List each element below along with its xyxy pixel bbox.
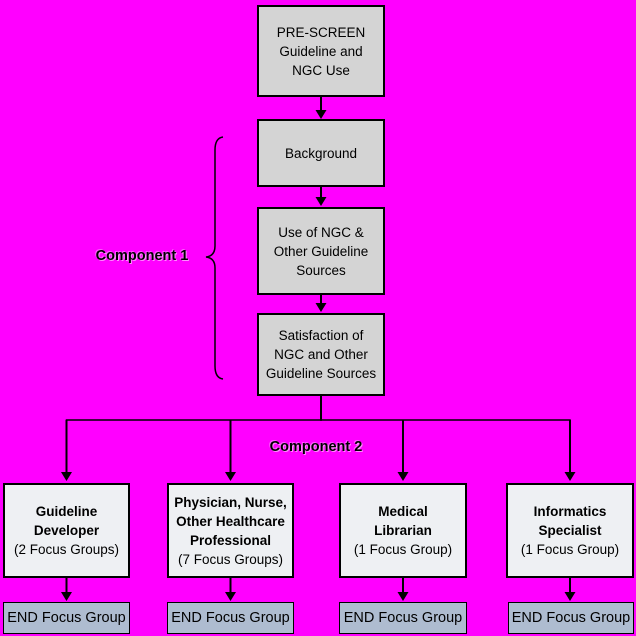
node-text-line: NGC Use [292, 62, 350, 78]
node-subtitle: (1 Focus Group) [353, 542, 453, 557]
node-text-line: Other Guideline [273, 243, 369, 259]
connector-shafts [65, 97, 571, 593]
node-text-line: Satisfaction of [278, 328, 364, 343]
node-prescreen-guideline-ngc-use: PRE-SCREEN Guideline and NGC Use [257, 5, 385, 97]
node-subtitle: (2 Focus Groups) [13, 542, 120, 557]
node-text-line: Sources [296, 262, 346, 278]
node-end-focus-group-1: END Focus Group [3, 602, 130, 634]
node-satisfaction: Satisfaction of NGC and Other Guideline … [257, 313, 385, 396]
node-title-line: Physician, Nurse, [174, 494, 287, 510]
arrowhead-down-icon [315, 303, 327, 312]
node-text-line: Guideline Sources [265, 366, 377, 381]
node-text-line: PRE-SCREEN [276, 24, 366, 40]
node-title-line: Other Healthcare [176, 513, 285, 529]
arrowhead-down-icon [315, 197, 327, 206]
node-text-line: Use of NGC & [278, 224, 364, 240]
node-informatics-specialist: Informatics Specialist (1 Focus Group) [506, 483, 634, 578]
arrowhead-down-icon [61, 592, 72, 601]
arrowhead-down-icon [225, 592, 236, 601]
node-subtitle: (1 Focus Group) [520, 542, 620, 557]
node-text-line: Guideline and [279, 43, 363, 59]
node-title-line: Specialist [538, 523, 602, 538]
node-guideline-developer: Guideline Developer (2 Focus Groups) [3, 483, 130, 578]
node-background: Background [257, 119, 385, 187]
node-end-focus-group-2: END Focus Group [167, 602, 294, 634]
node-subtitle: (7 Focus Groups) [177, 551, 284, 567]
node-title-line: Medical [378, 504, 428, 519]
node-title-line: Librarian [374, 523, 432, 538]
node-text-line: NGC and Other [274, 347, 368, 362]
component1-label: Component 1 [95, 248, 189, 264]
node-physician-nurse: Physician, Nurse, Other Healthcare Profe… [167, 483, 294, 578]
arrowhead-down-icon [315, 110, 327, 119]
arrowhead-down-icon [564, 472, 576, 481]
node-end-focus-group-3: END Focus Group [339, 602, 467, 634]
arrowheads [61, 110, 576, 601]
arrowhead-down-icon [397, 472, 409, 481]
node-title-line: Informatics [533, 504, 607, 519]
arrowhead-down-icon [564, 592, 576, 601]
node-title-line: Guideline [35, 504, 98, 519]
node-medical-librarian: Medical Librarian (1 Focus Group) [339, 483, 467, 578]
arrowhead-down-icon [61, 472, 72, 481]
component2-label: Component 2 [269, 439, 363, 455]
arrowhead-down-icon [397, 592, 409, 601]
node-end-focus-group-4: END Focus Group [508, 602, 634, 634]
node-text-line: Background [284, 145, 358, 161]
arrowhead-down-icon [225, 472, 236, 481]
node-title-line: Professional [189, 532, 272, 548]
node-title-line: Developer [33, 523, 100, 538]
component1-brace-icon [205, 136, 224, 380]
node-use-of-ngc: Use of NGC & Other Guideline Sources [257, 207, 385, 295]
